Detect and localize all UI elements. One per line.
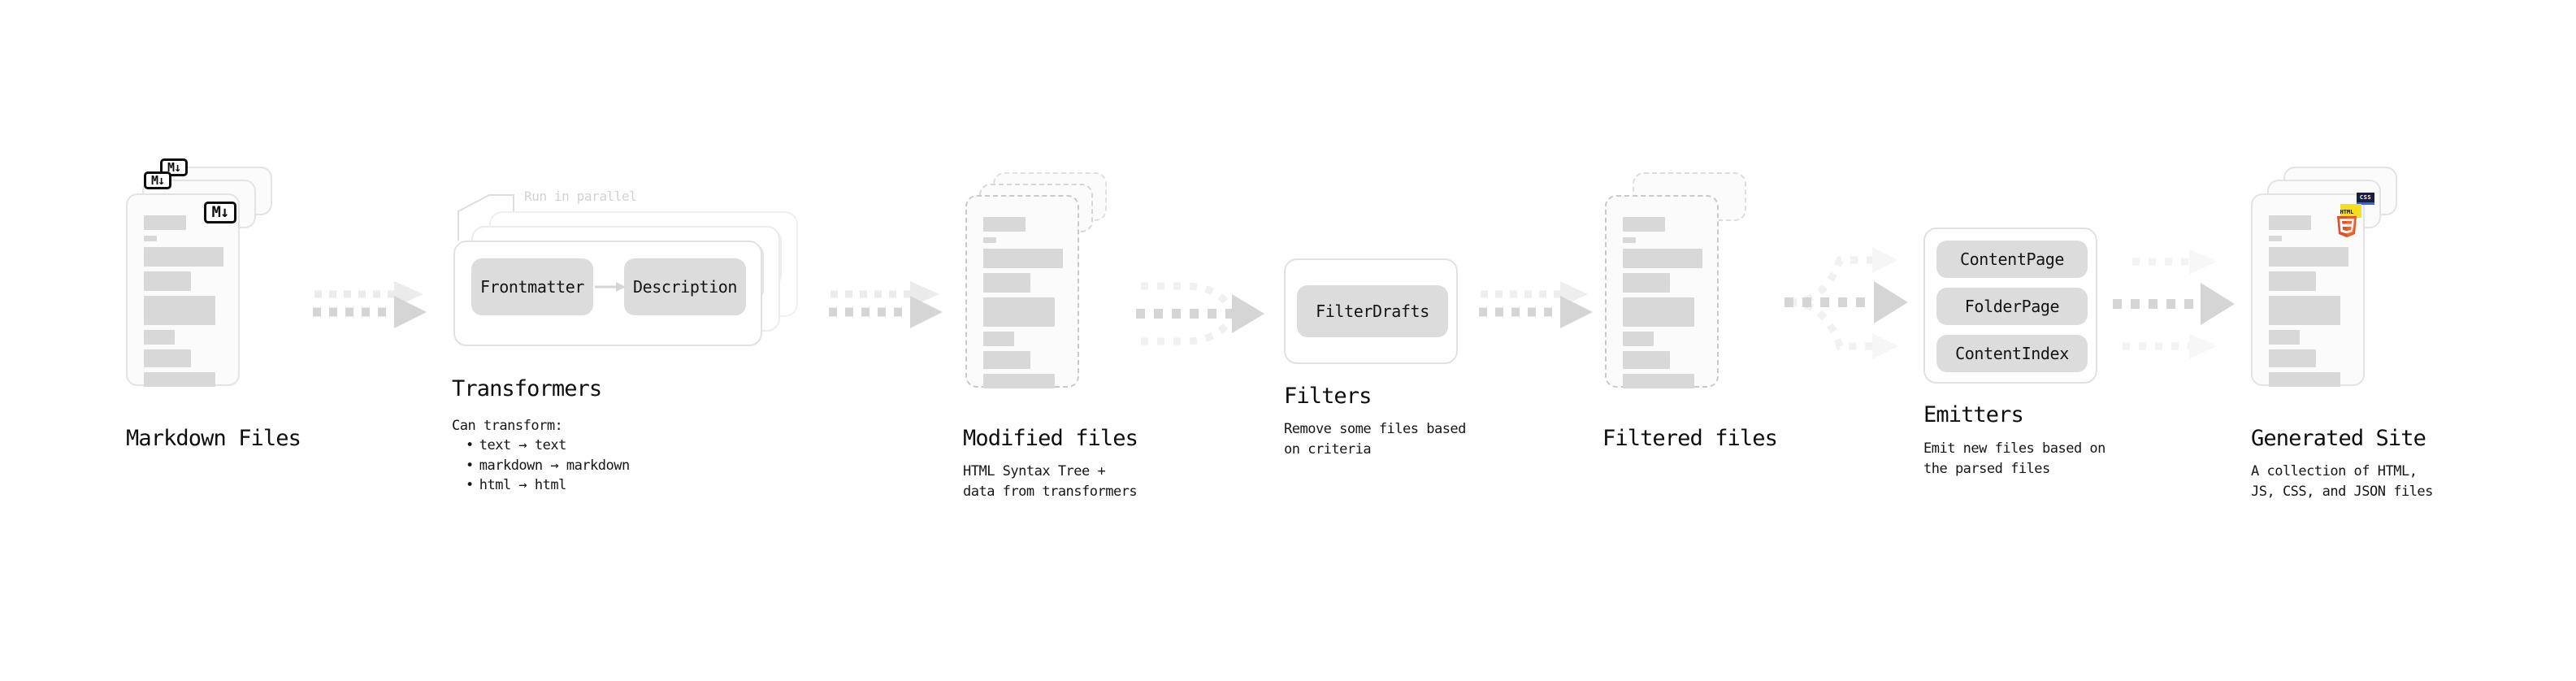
skeleton-line <box>144 296 215 325</box>
arrow-filters-to-filtered <box>1479 281 1593 328</box>
markdown-badge: M↓ <box>204 202 236 223</box>
skeleton-line <box>1623 249 1702 268</box>
transformers-group: Frontmatter Description <box>447 211 821 358</box>
skeleton-line <box>983 217 1026 232</box>
skeleton-line <box>2269 247 2348 267</box>
skeleton-line <box>983 237 996 243</box>
modified-card-front <box>965 195 1079 388</box>
list-item: html → html <box>466 475 630 496</box>
run-in-parallel-label: Run in parallel <box>524 189 637 204</box>
arrow-transformers-to-modified <box>829 281 943 328</box>
skeleton-line <box>1623 332 1654 346</box>
skeleton-line <box>2269 372 2340 387</box>
emitters-group: ContentPage FolderPage ContentIndex <box>1923 228 2097 384</box>
stage-subtitle-generated-site: A collection of HTML, JS, CSS, and JSON … <box>2251 463 2433 500</box>
skeleton-line <box>1623 217 1665 232</box>
skeleton-line <box>983 273 1030 293</box>
css-badge: CSS <box>2357 193 2374 205</box>
skeleton-line <box>144 247 223 267</box>
transformer-arrow <box>595 282 626 292</box>
transformer-layer-front: Frontmatter Description <box>453 241 762 346</box>
skeleton-line <box>144 215 186 230</box>
arrow-markdown-to-transformers <box>313 281 427 328</box>
skeleton-line <box>1623 237 1636 243</box>
skeleton-line <box>2269 349 2316 367</box>
pill-contentpage[interactable]: ContentPage <box>1936 241 2088 278</box>
skeleton-line <box>1623 297 1694 327</box>
arrow-filtered-to-emitters <box>1785 247 1908 359</box>
stage-subtitle-emitters: Emit new files based on the parsed files <box>1923 440 2105 477</box>
transformers-bullet-list: text → text markdown → markdown html → h… <box>452 436 630 496</box>
skeleton-line <box>144 236 157 241</box>
stage-title-modified-files: Modified files <box>963 426 1138 451</box>
skeleton-line <box>983 374 1055 388</box>
markdown-card-front <box>126 193 240 387</box>
run-in-parallel-bracket <box>458 194 514 241</box>
skeleton-line <box>2269 215 2311 230</box>
arrow-modified-to-filters <box>1136 282 1264 345</box>
skeleton-line <box>983 332 1014 346</box>
stage-subtitle-filters: Remove some files based on criteria <box>1284 421 1466 458</box>
pill-frontmatter[interactable]: Frontmatter <box>471 258 593 315</box>
skeleton-line <box>144 349 191 367</box>
stage-subtitle-modified-files: HTML Syntax Tree + data from transformer… <box>963 463 1138 500</box>
skeleton-line <box>2269 330 2300 345</box>
skeleton-line <box>1623 374 1694 388</box>
skeleton-line <box>144 271 191 291</box>
pill-folderpage[interactable]: FolderPage <box>1936 288 2088 325</box>
svg-text:HTML: HTML <box>2340 209 2354 215</box>
list-item: markdown → markdown <box>466 456 630 476</box>
skeleton-line <box>1623 273 1670 293</box>
stage-subtitle-transformers: Can transform: <box>452 418 563 434</box>
stage-title-filters: Filters <box>1284 384 1372 409</box>
skeleton-line <box>2269 271 2316 291</box>
skeleton-line <box>983 297 1055 327</box>
markdown-badge: M↓ <box>144 171 171 189</box>
stage-title-generated-site: Generated Site <box>2251 426 2426 451</box>
filtered-card-front <box>1605 195 1719 388</box>
stage-title-markdown-files: Markdown Files <box>126 426 301 451</box>
arrow-emitters-to-site <box>2113 249 2235 359</box>
filters-group: FilterDrafts <box>1284 258 1458 364</box>
skeleton-line <box>144 330 175 345</box>
pill-description[interactable]: Description <box>624 258 746 315</box>
pill-contentindex[interactable]: ContentIndex <box>1936 335 2088 372</box>
list-item: text → text <box>466 436 630 456</box>
html5-badge: HTML <box>2337 209 2357 237</box>
js-badge <box>2340 204 2361 218</box>
stage-title-emitters: Emitters <box>1923 402 2024 427</box>
skeleton-line <box>2269 296 2340 325</box>
skeleton-line <box>983 351 1030 369</box>
skeleton-line <box>983 249 1063 268</box>
pill-filterdrafts[interactable]: FilterDrafts <box>1297 285 1448 337</box>
stage-title-filtered-files: Filtered files <box>1602 426 1778 451</box>
skeleton-line <box>144 372 215 387</box>
skeleton-line <box>2269 236 2282 241</box>
skeleton-line <box>1623 351 1670 369</box>
stage-title-transformers: Transformers <box>452 376 602 401</box>
